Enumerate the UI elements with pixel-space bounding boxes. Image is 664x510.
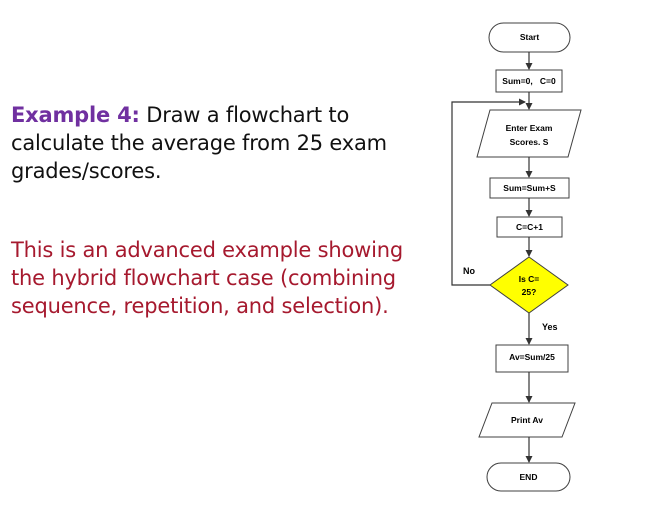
input-label-line2: Scores. S [510,137,549,147]
yes-label: Yes [542,322,558,332]
input-scores-parallelogram [476,109,582,158]
hybrid-note: This is an advanced example showing the … [11,238,403,318]
end-label: END [520,472,538,482]
init-label: Sum=0, C=0 [502,76,556,86]
average-process [495,344,569,373]
counter-update-label: C=C+1 [516,222,543,232]
start-label: Start [520,32,540,42]
print-label: Print Av [511,415,543,425]
example-description: Example 4: Draw a flowchart to calculate… [11,101,411,185]
example-label: Example 4: [11,103,140,127]
print-parallelogram [478,402,576,438]
input-label-line1: Enter Exam [506,123,553,133]
decision-diamond [489,256,569,314]
decision-label-line1: Is C= [519,274,540,284]
connector-no-loop [451,98,526,286]
average-label: Av=Sum/25 [509,352,555,362]
sum-update-label: Sum=Sum+S [503,183,556,193]
example-text: Draw a flowchart to calculate the averag… [11,103,387,183]
no-label: No [463,266,475,276]
decision-label-line2: 25? [522,287,537,297]
end-terminator [486,462,571,492]
